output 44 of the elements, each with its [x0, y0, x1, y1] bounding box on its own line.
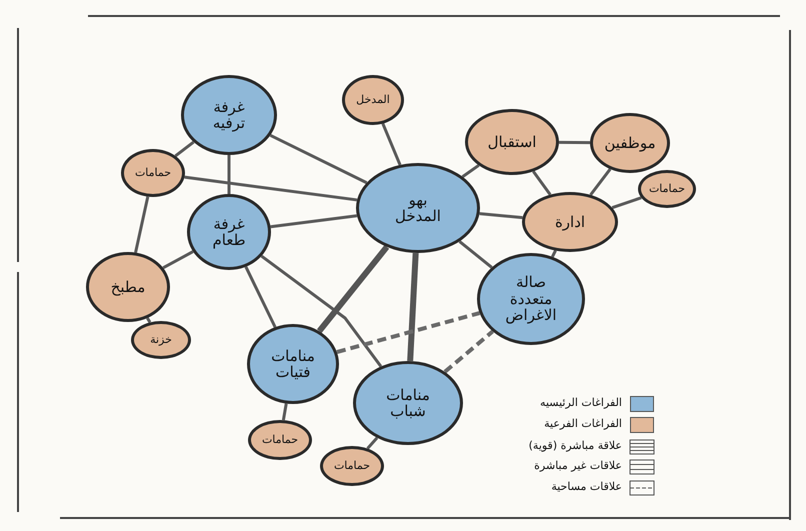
relation-line	[134, 196, 150, 253]
main-space-bubble: منامات فتيات	[247, 324, 339, 404]
relation-line	[282, 403, 288, 420]
relation-line	[462, 164, 480, 178]
relation-line	[612, 196, 642, 210]
spatial-relation-line	[444, 330, 494, 374]
direct-relation-line	[407, 252, 419, 362]
spatial-relation-line	[336, 311, 480, 354]
relation-line	[244, 266, 276, 328]
relation-line	[558, 140, 590, 144]
relation-line	[162, 250, 194, 270]
secondary-space-bubble: ادارة	[522, 192, 618, 252]
main-space-bubble: منامات شباب	[353, 361, 463, 445]
legend-text: علاقات غير مباشرة	[534, 459, 622, 472]
secondary-space-bubble: مطبخ	[86, 252, 170, 322]
secondary-space-bubble: حمامات	[248, 420, 312, 460]
relation-line	[458, 240, 493, 269]
relation-line	[184, 176, 358, 202]
relation-line	[174, 140, 194, 158]
main-space-bubble: صالة متعددة الاغراض	[477, 253, 585, 345]
secondary-space-bubble: موظفين	[590, 113, 670, 173]
relation-line	[228, 155, 230, 194]
relation-line	[146, 317, 152, 324]
legend-text: علاقة مباشرة (قوية)	[528, 439, 622, 452]
relation-line	[551, 250, 557, 258]
secondary-space-bubble: المدخل	[342, 75, 404, 125]
secondary-space-bubble: حمامات	[121, 149, 185, 197]
direct-relation-line	[316, 245, 390, 334]
relation-line	[366, 436, 378, 450]
legend-text: علاقات مساحية	[551, 480, 622, 493]
legend-text: الفراغات الفرعية	[544, 417, 622, 430]
legend-text: الفراغات الرئيسيه	[540, 396, 622, 409]
secondary-space-bubble: حمامات	[320, 446, 384, 486]
relation-line	[270, 214, 358, 228]
secondary-space-bubble: خزنة	[131, 321, 191, 359]
relation-line	[260, 254, 382, 368]
secondary-space-bubble: حمامات	[638, 170, 696, 208]
relation-line	[270, 134, 368, 184]
secondary-space-bubble: استقبال	[465, 109, 559, 175]
relation-line	[382, 123, 402, 166]
relation-line	[479, 212, 523, 220]
main-space-bubble: غرفة ترفيه	[181, 75, 277, 155]
main-space-bubble: غرفة طعام	[187, 194, 271, 270]
main-space-bubble: بهو المدخل	[356, 163, 480, 253]
